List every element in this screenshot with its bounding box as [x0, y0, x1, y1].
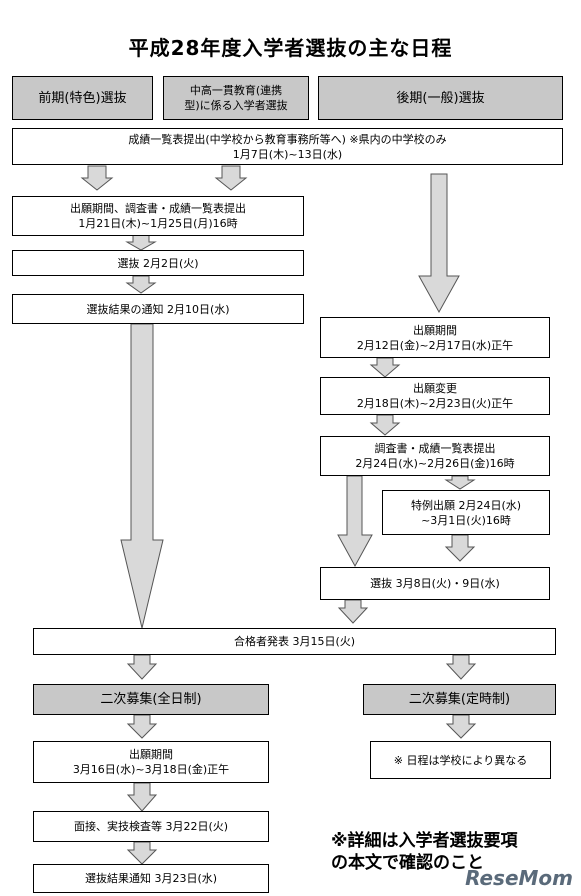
box-line2: ~3月1日(火)16時 — [421, 513, 511, 527]
header-label-line1: 中高一貫教育(連携 — [189, 84, 283, 97]
box-text: 選抜 2月2日(火) — [117, 256, 199, 270]
box-line2: 1月7日(木)~13日(水) — [232, 147, 343, 161]
box-line1: 出願期間 — [413, 323, 457, 337]
box-text: 選抜結果通知 3月23日(水) — [84, 872, 218, 885]
header-label-line2: 型)に係る入学者選抜 — [184, 99, 288, 112]
arrow-down-icon — [126, 654, 158, 680]
box-line1: 調査書・成績一覧表提出 — [374, 442, 496, 455]
second-recruitment-parttime-header: 二次募集(定時制) — [363, 684, 556, 715]
second-application-box: 出願期間 3月16日(水)~3月18日(金)正午 — [33, 741, 269, 783]
box-line1: 出願期間、調査書・成績一覧表提出 — [70, 202, 246, 215]
header-label: 前期(特色)選抜 — [38, 90, 127, 106]
arrow-down-icon — [125, 275, 157, 294]
box-line1: 特例出願 2月24日(水) — [410, 498, 522, 512]
late-application-box: 出願期間 2月12日(金)~2月17日(水)正午 — [320, 317, 550, 358]
arrow-down-icon — [126, 714, 158, 739]
page-title: 平成28年度入学者選抜の主な日程 — [128, 36, 453, 60]
header-label: 後期(一般)選抜 — [396, 90, 485, 106]
box-text: ※ 日程は学校により異なる — [393, 753, 528, 767]
footnote: ※詳細は入学者選抜要項 の本文で確認のこと — [331, 830, 518, 874]
arrow-down-icon — [214, 165, 248, 191]
box-line1: 出願期間 — [129, 748, 173, 761]
box-text: 選抜結果の通知 2月10日(水) — [86, 302, 230, 316]
arrow-down-icon — [418, 173, 460, 314]
second-result-box: 選抜結果通知 3月23日(水) — [33, 864, 269, 893]
interview-box: 面接、実技検査等 3月22日(火) — [33, 811, 269, 842]
announcement-box: 合格者発表 3月15日(火) — [33, 628, 556, 655]
footnote-line1: ※詳細は入学者選抜要項 — [331, 831, 518, 851]
resemom-logo: ReseMom — [465, 866, 573, 890]
box-line2: 1月21日(木)~1月25日(月)16時 — [78, 217, 238, 230]
box-text: 面接、実技検査等 3月22日(火) — [73, 820, 229, 833]
box-line2: 2月18日(木)~2月23日(火)正午 — [356, 397, 514, 410]
box-line1: 成績一覧表提出(中学校から教育事務所等へ) ※県内の中学校のみ — [128, 132, 447, 146]
arrow-down-icon — [369, 357, 401, 378]
early-application-box: 出願期間、調査書・成績一覧表提出 1月21日(木)~1月25日(月)16時 — [12, 196, 304, 236]
grade-list-submission-box: 成績一覧表提出(中学校から教育事務所等へ) ※県内の中学校のみ 1月7日(木)~… — [12, 128, 563, 165]
arrow-down-icon — [444, 475, 476, 490]
early-result-box: 選抜結果の通知 2月10日(水) — [12, 294, 304, 324]
late-change-box: 出願変更 2月18日(木)~2月23日(火)正午 — [320, 377, 550, 415]
header-early-selection: 前期(特色)選抜 — [12, 76, 153, 120]
late-documents-box: 調査書・成績一覧表提出 2月24日(水)~2月26日(金)16時 — [320, 436, 550, 476]
box-line2: 2月24日(水)~2月26日(金)16時 — [355, 457, 515, 470]
box-text: 合格者発表 3月15日(火) — [233, 635, 356, 648]
arrow-down-icon — [445, 714, 477, 739]
footnote-line2: の本文で確認のこと — [331, 853, 484, 873]
box-line2: 3月16日(水)~3月18日(金)正午 — [72, 763, 230, 776]
arrow-down-icon — [120, 323, 164, 629]
box-line1: 出願変更 — [413, 382, 457, 395]
parttime-note-box: ※ 日程は学校により異なる — [370, 741, 551, 779]
second-recruitment-fulltime-header: 二次募集(全日制) — [33, 684, 269, 715]
late-selection-box: 選抜 3月8日(火)・9日(水) — [320, 567, 550, 600]
special-application-box: 特例出願 2月24日(水) ~3月1日(火)16時 — [382, 490, 550, 535]
arrow-down-icon — [369, 414, 401, 436]
arrow-down-icon — [337, 599, 369, 624]
arrow-down-icon — [337, 475, 373, 568]
header-late-selection: 後期(一般)選抜 — [318, 76, 563, 120]
arrow-down-icon — [445, 654, 477, 680]
arrow-down-icon — [125, 234, 157, 251]
header-integrated-selection: 中高一貫教育(連携 型)に係る入学者選抜 — [163, 76, 309, 120]
arrow-down-icon — [444, 534, 476, 562]
box-line2: 2月12日(金)~2月17日(水)正午 — [356, 338, 514, 352]
early-selection-box: 選抜 2月2日(火) — [12, 250, 304, 276]
box-text: 選抜 3月8日(火)・9日(水) — [370, 577, 500, 590]
header-label: 二次募集(全日制) — [100, 692, 202, 707]
arrow-down-icon — [126, 782, 158, 812]
arrow-down-icon — [126, 841, 158, 865]
header-label: 二次募集(定時制) — [408, 692, 511, 707]
arrow-down-icon — [80, 165, 114, 191]
